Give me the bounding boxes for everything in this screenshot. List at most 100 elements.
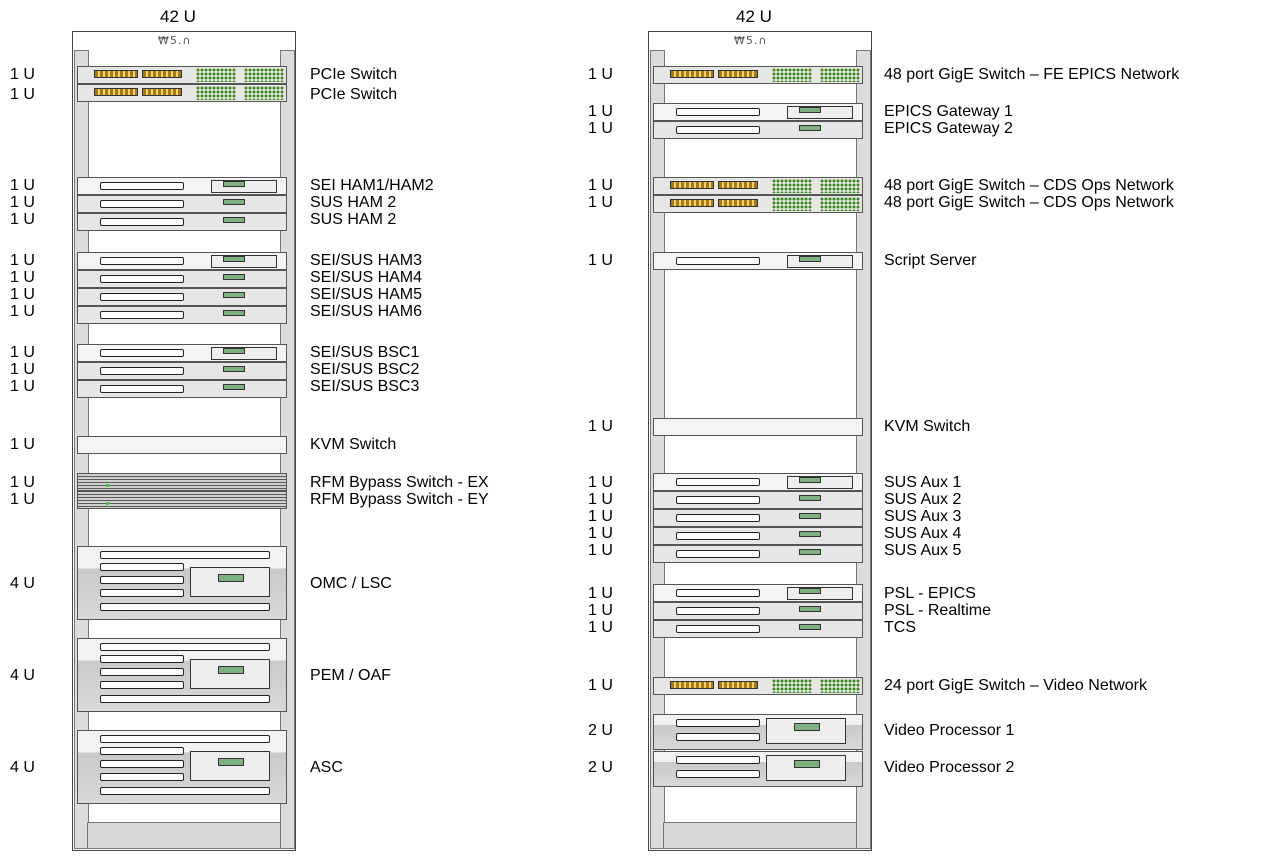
status-leds xyxy=(772,679,812,693)
lcd-display xyxy=(223,310,245,316)
rack-2-title: 42 U xyxy=(736,7,772,26)
lcd-display xyxy=(223,348,245,354)
status-leds xyxy=(820,679,860,693)
unit-size: 2 U xyxy=(588,759,613,776)
server-4u xyxy=(77,638,287,712)
drive-slot xyxy=(100,551,270,559)
unit-size: 1 U xyxy=(10,66,35,83)
port-block xyxy=(718,70,758,78)
drive-slot xyxy=(676,108,760,116)
drive-slot xyxy=(100,275,184,283)
server-1u xyxy=(77,213,287,231)
device-label: RFM Bypass Switch - EX xyxy=(310,474,489,491)
port-block xyxy=(94,70,138,78)
drive-slot xyxy=(676,550,760,558)
drive-slot xyxy=(676,496,760,504)
port-block xyxy=(718,181,758,189)
drive-slot xyxy=(100,576,184,584)
status-leds xyxy=(820,179,860,193)
unit-size: 1 U xyxy=(10,286,35,303)
device-label: SUS Aux 1 xyxy=(884,474,962,491)
device-label: SUS Aux 4 xyxy=(884,525,962,542)
device-label: EPICS Gateway 1 xyxy=(884,103,1013,120)
device-label: EPICS Gateway 2 xyxy=(884,120,1013,137)
status-leds xyxy=(772,197,812,211)
status-leds xyxy=(772,179,812,193)
lcd-display xyxy=(799,513,821,519)
rack-1-brand-logo: ₩5.∩ xyxy=(158,34,192,47)
drive-slot xyxy=(100,385,184,393)
unit-size: 1 U xyxy=(588,677,613,694)
lcd-display xyxy=(799,495,821,501)
port-block xyxy=(718,199,758,207)
server-1u xyxy=(653,509,863,527)
device-label: PSL - EPICS xyxy=(884,585,976,602)
device-label: SEI/SUS BSC2 xyxy=(310,361,420,378)
lcd-display xyxy=(223,274,245,280)
server-1u xyxy=(77,344,287,362)
port-block xyxy=(142,70,182,78)
device-label: 48 port GigE Switch – CDS Ops Network xyxy=(884,177,1174,194)
port-block xyxy=(670,181,714,189)
rack-2-base xyxy=(663,822,857,849)
server-1u xyxy=(653,527,863,545)
drive-slot xyxy=(100,760,184,768)
drive-slot xyxy=(676,478,760,486)
server-1u xyxy=(77,306,287,324)
server-1u xyxy=(653,620,863,638)
device-label: 48 port GigE Switch – CDS Ops Network xyxy=(884,194,1174,211)
drive-slot xyxy=(100,589,184,597)
kvm-switch-device xyxy=(77,436,287,454)
device-label: SUS Aux 5 xyxy=(884,542,962,559)
unit-size: 1 U xyxy=(588,418,613,435)
drive-slot xyxy=(100,668,184,676)
device-label: PCIe Switch xyxy=(310,66,398,83)
server-1u xyxy=(77,177,287,195)
device-label: Video Processor 1 xyxy=(884,722,1015,739)
unit-size: 1 U xyxy=(10,177,35,194)
port-block xyxy=(142,88,182,96)
unit-size: 1 U xyxy=(588,103,613,120)
lcd-display xyxy=(223,292,245,298)
status-leds xyxy=(196,68,236,82)
unit-size: 1 U xyxy=(10,491,35,508)
status-leds xyxy=(772,68,812,82)
drive-slot xyxy=(100,563,184,571)
drive-slot xyxy=(100,787,270,795)
lcd-display xyxy=(223,181,245,187)
device-label: SEI/SUS HAM6 xyxy=(310,303,423,320)
device-label: Script Server xyxy=(884,252,977,269)
server-1u xyxy=(77,362,287,380)
front-panel xyxy=(766,755,846,781)
lcd-display xyxy=(218,666,244,674)
drive-slot xyxy=(676,257,760,265)
rack-1-title: 42 U xyxy=(160,7,196,26)
device-label: OMC / LSC xyxy=(310,575,392,592)
drive-slot xyxy=(100,367,184,375)
device-label: SUS HAM 2 xyxy=(310,211,397,228)
lcd-display xyxy=(223,384,245,390)
front-panel xyxy=(766,718,846,744)
device-label: PEM / OAF xyxy=(310,667,391,684)
drive-slot xyxy=(100,735,270,743)
unit-size: 1 U xyxy=(10,269,35,286)
unit-size: 1 U xyxy=(10,474,35,491)
lcd-display xyxy=(794,723,820,731)
unit-size: 1 U xyxy=(588,525,613,542)
server-4u xyxy=(77,546,287,620)
unit-size: 1 U xyxy=(10,252,35,269)
server-2u xyxy=(653,714,863,750)
lcd-display xyxy=(223,256,245,262)
switch-device xyxy=(77,66,287,84)
server-1u xyxy=(653,602,863,620)
drive-slot xyxy=(676,589,760,597)
drive-slot xyxy=(100,655,184,663)
rfm-bypass-device xyxy=(77,473,287,491)
status-led xyxy=(106,502,109,505)
front-panel xyxy=(190,659,270,689)
device-label: Video Processor 2 xyxy=(884,759,1015,776)
drive-slot xyxy=(100,257,184,265)
server-1u xyxy=(653,103,863,121)
drive-slot xyxy=(100,349,184,357)
server-2u xyxy=(653,751,863,787)
